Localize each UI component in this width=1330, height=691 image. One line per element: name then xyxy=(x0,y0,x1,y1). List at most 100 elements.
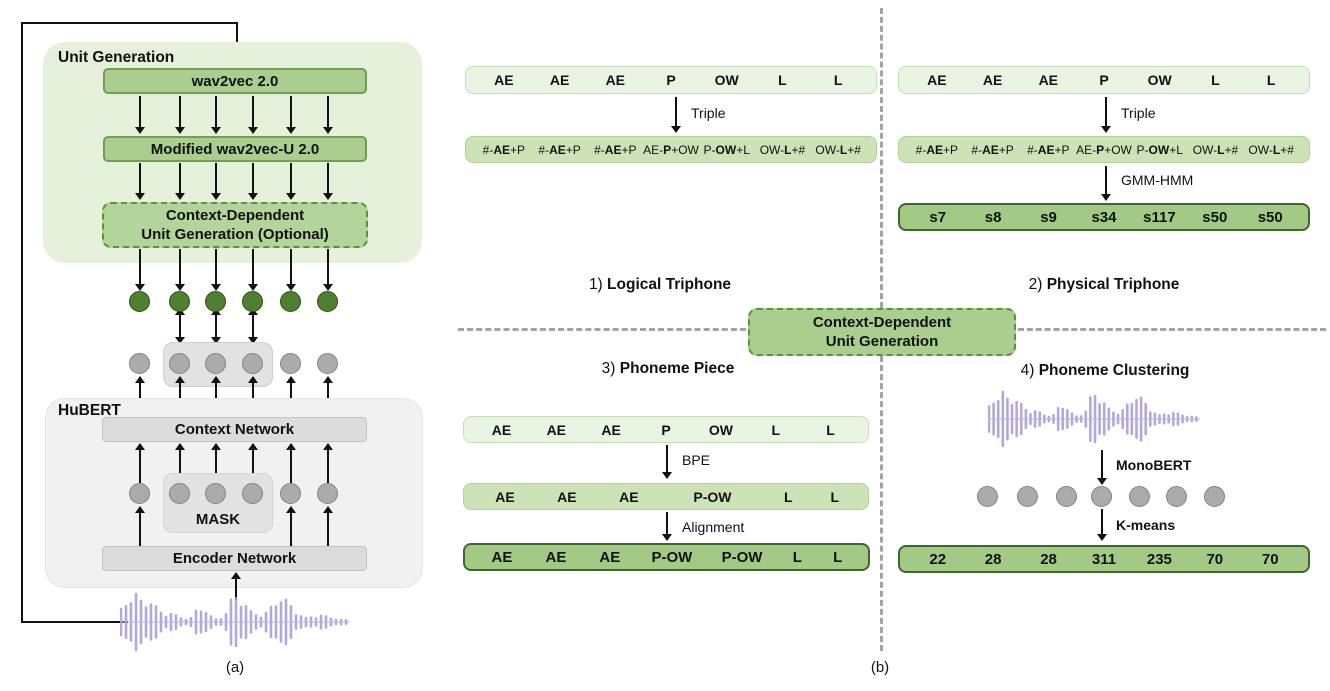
flow-arrow xyxy=(135,443,145,483)
phoneme-token: P xyxy=(666,72,676,88)
hubert-output-circle xyxy=(169,353,190,374)
aligned-token: AE xyxy=(491,548,513,566)
vertical-divider-top xyxy=(880,8,883,308)
flow-arrow xyxy=(175,96,185,134)
triphone-token: OW-L+# xyxy=(815,142,861,157)
phoneme-token: L xyxy=(778,72,787,88)
monobert-feature-circle xyxy=(1129,486,1150,507)
q3-phoneme-bar: AE AE AE P OW L L xyxy=(463,416,869,443)
modified-wav2vec-u-box: Modified wav2vec-U 2.0 xyxy=(103,136,367,162)
step-arrow xyxy=(671,97,681,133)
flow-arrow xyxy=(175,443,185,483)
monobert-feature-circle xyxy=(1091,486,1112,507)
hubert-output-circle xyxy=(280,353,301,374)
phoneme-token: AE xyxy=(982,72,1003,88)
cluster-token: 235 xyxy=(1146,550,1172,568)
triphone-token: #-AE+P xyxy=(915,142,959,157)
hubert-output-circle xyxy=(205,353,226,374)
hubert-output-circle xyxy=(242,353,263,374)
monobert-feature-circle xyxy=(1204,486,1225,507)
flow-arrow xyxy=(175,249,185,291)
prediction-arrow xyxy=(175,308,185,344)
flow-arrow xyxy=(135,96,145,134)
q3-aligned-bar: AE AE AE P-OW P-OW L L xyxy=(463,543,870,571)
triphone-token: #-AE+P xyxy=(482,142,526,157)
center-box-line1: Context-Dependent xyxy=(812,313,952,331)
unit-circle xyxy=(169,291,190,312)
cd-unit-generation-optional-box: Context-Dependent Unit Generation (Optio… xyxy=(102,202,368,248)
phoneme-token: L xyxy=(771,421,780,438)
senone-token: s8 xyxy=(984,208,1002,226)
phoneme-token: L xyxy=(833,72,843,88)
vertical-divider-bottom xyxy=(880,356,883,651)
flow-arrow xyxy=(323,163,333,200)
senone-token: s9 xyxy=(1040,208,1057,226)
monobert-feature-circle xyxy=(977,486,998,507)
flow-arrow xyxy=(286,443,296,483)
senone-token: s7 xyxy=(929,208,947,226)
flow-arrow xyxy=(211,163,221,200)
phoneme-token: P xyxy=(1099,72,1109,88)
senone-token: s117 xyxy=(1143,208,1176,226)
flow-arrow xyxy=(323,249,333,291)
q2-phoneme-bar: AE AE AE P OW L L xyxy=(898,66,1310,94)
q4-step2-label: K-means xyxy=(1116,517,1176,533)
senone-token: s34 xyxy=(1091,208,1117,226)
aligned-token: P-OW xyxy=(721,548,763,566)
monobert-feature-circle xyxy=(1166,486,1187,507)
phoneme-token: AE xyxy=(601,421,621,438)
cluster-token: 28 xyxy=(984,550,1002,568)
hubert-output-circle xyxy=(317,353,338,374)
q4-title: 4) Phoneme Clustering xyxy=(1020,362,1190,379)
phoneme-token: L xyxy=(826,421,835,438)
context-network-label: Context Network xyxy=(174,421,295,438)
q1-step1-label: Triple xyxy=(691,105,726,121)
triphone-token: #-AE+P xyxy=(971,142,1014,157)
phoneme-token: AE xyxy=(927,72,947,88)
triphone-token: #-AE+P xyxy=(538,142,581,157)
phoneme-token: AE xyxy=(1038,72,1059,88)
cluster-token: 28 xyxy=(1040,550,1057,568)
bpe-token: AE xyxy=(619,488,639,505)
cluster-token: 311 xyxy=(1091,550,1117,568)
phoneme-token: OW xyxy=(1147,72,1172,88)
caption-a: (a) xyxy=(225,659,245,676)
bpe-token: AE xyxy=(495,488,515,505)
aligned-token: AE xyxy=(599,548,621,566)
senone-token: s50 xyxy=(1202,208,1228,226)
triphone-token: P-OW+L xyxy=(1136,142,1183,157)
q3-title: 3) Phoneme Piece xyxy=(601,360,735,377)
flow-arrow xyxy=(286,163,296,200)
wav2vec-label: wav2vec 2.0 xyxy=(191,72,279,90)
cluster-token: 70 xyxy=(1261,550,1279,568)
cd-unit-generation-center-box: Context-Dependent Unit Generation xyxy=(748,308,1016,356)
cluster-token: 70 xyxy=(1206,550,1224,568)
horizontal-divider-left xyxy=(458,328,746,331)
phoneme-token: P xyxy=(661,421,671,438)
unit-circle xyxy=(280,291,301,312)
flow-arrow xyxy=(286,249,296,291)
triphone-token: OW-L+# xyxy=(1192,142,1239,157)
aligned-token: P-OW xyxy=(651,548,693,566)
flow-arrow xyxy=(286,506,296,546)
modified-wav2vec-u-label: Modified wav2vec-U 2.0 xyxy=(150,140,320,158)
triphone-token: P-OW+L xyxy=(703,142,750,157)
feedback-line-bottom xyxy=(21,621,128,623)
phoneme-token: AE xyxy=(491,421,512,438)
q2-triphone-bar: #-AE+P #-AE+P #-AE+P AE-P+OW P-OW+L OW-L… xyxy=(898,136,1310,163)
flow-arrow xyxy=(248,163,258,200)
encoder-network-box: Encoder Network xyxy=(102,546,367,571)
flow-arrow xyxy=(211,249,221,291)
phoneme-token: OW xyxy=(708,421,733,438)
triphone-token: OW-L+# xyxy=(1248,142,1294,157)
bpe-token: L xyxy=(830,488,840,505)
flow-arrow xyxy=(248,96,258,134)
q1-title: 1) Logical Triphone xyxy=(588,276,732,293)
monobert-feature-circle xyxy=(1056,486,1077,507)
step-arrow xyxy=(662,512,672,541)
hubert-title: HuBERT xyxy=(58,402,121,419)
flow-arrow xyxy=(211,443,221,483)
flow-arrow xyxy=(286,96,296,134)
mask-label: MASK xyxy=(195,511,241,528)
